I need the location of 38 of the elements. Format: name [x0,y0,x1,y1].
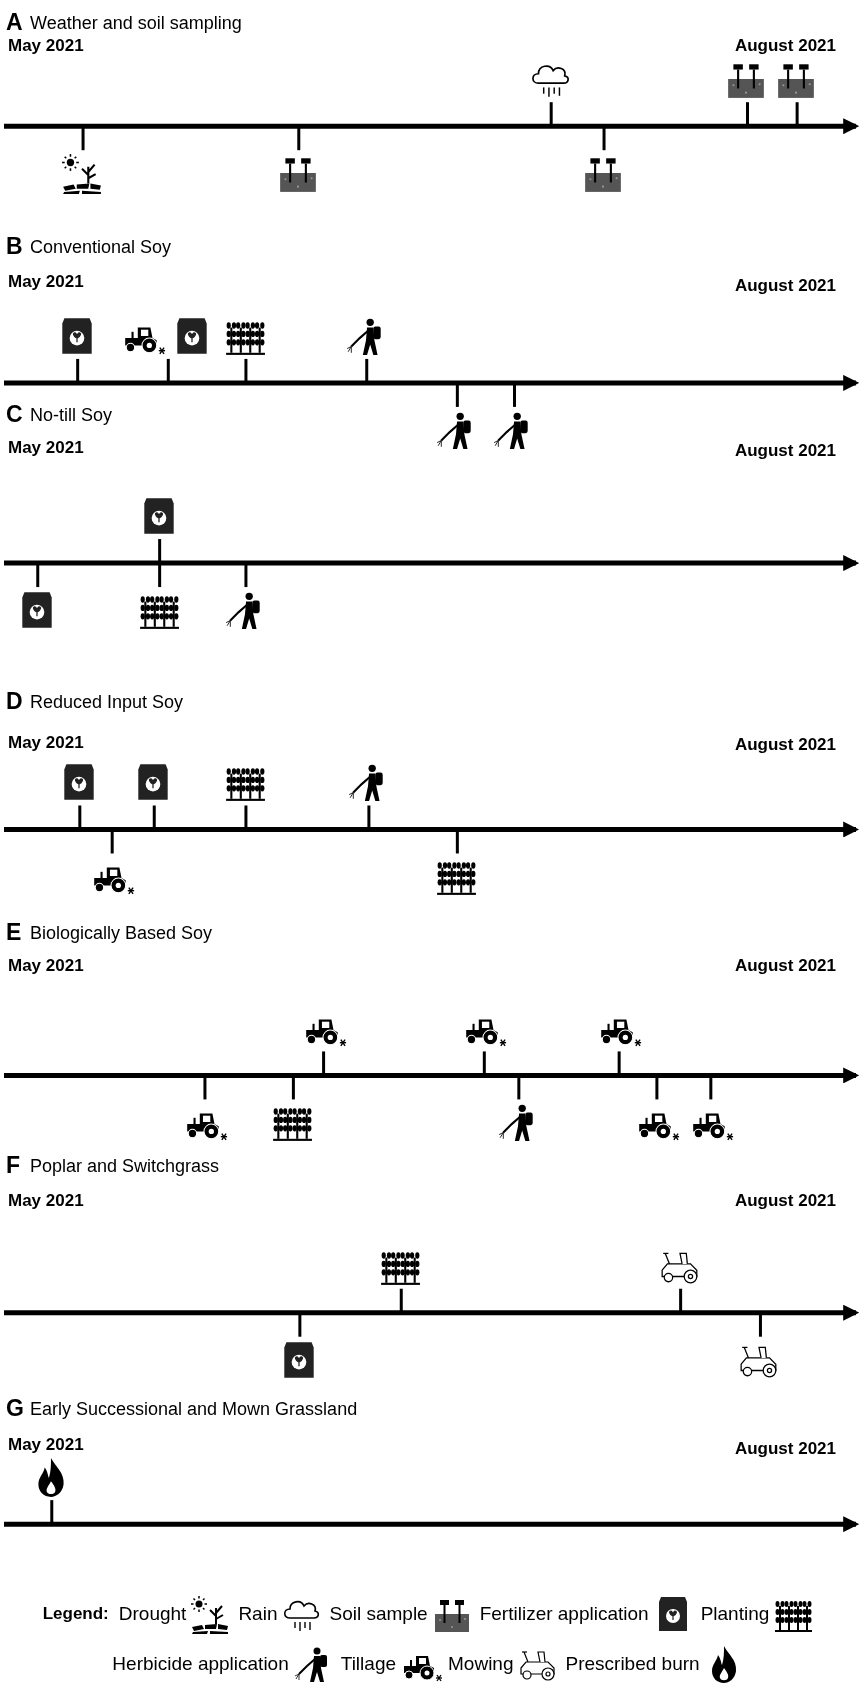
end-date: August 2021 [734,1190,836,1211]
legend-label: Prescribed burn [565,1652,700,1675]
end-date: August 2021 [734,956,836,977]
panel-title: Weather and soil sampling [30,12,242,34]
panel-letter: F [6,1152,21,1179]
legend-label: Mowing [448,1652,514,1675]
panel-title: Conventional Soy [30,237,172,258]
end-date: August 2021 [734,275,836,296]
legend-label: Tillage [340,1652,396,1675]
end-date: August 2021 [734,735,836,756]
start-date: May 2021 [8,271,84,292]
panel-letter: D [6,688,23,716]
legend-label: Fertilizer application [479,1603,649,1626]
panel-letter: A [6,8,23,36]
panel-title: Reduced Input Soy [30,692,184,714]
end-date: August 2021 [734,36,836,57]
panel-title: No-till Soy [30,405,113,427]
start-date: May 2021 [8,437,84,458]
panel-letter: C [6,401,23,429]
legend-label: Soil sample [329,1603,428,1626]
panel-title: Poplar and Switchgrass [30,1156,220,1177]
legend-label: Herbicide application [112,1652,289,1675]
legend-heading: Legend: [42,1604,109,1625]
start-date: May 2021 [8,36,84,57]
panel-title: Biologically Based Soy [30,923,213,944]
panel-letter: B [6,233,23,260]
start-date: May 2021 [8,733,84,754]
panel-letter: E [6,919,22,946]
legend-label: Drought [118,1603,187,1626]
start-date: May 2021 [8,956,84,977]
legend-label: Planting [700,1603,770,1626]
start-date: May 2021 [8,1190,84,1211]
end-date: August 2021 [734,1438,836,1459]
end-date: August 2021 [734,440,836,461]
panel-letter: G [6,1394,24,1422]
legend-label: Rain [238,1603,278,1626]
start-date: May 2021 [8,1435,84,1456]
panel-title: Early Successional and Mown Grassland [30,1398,358,1420]
